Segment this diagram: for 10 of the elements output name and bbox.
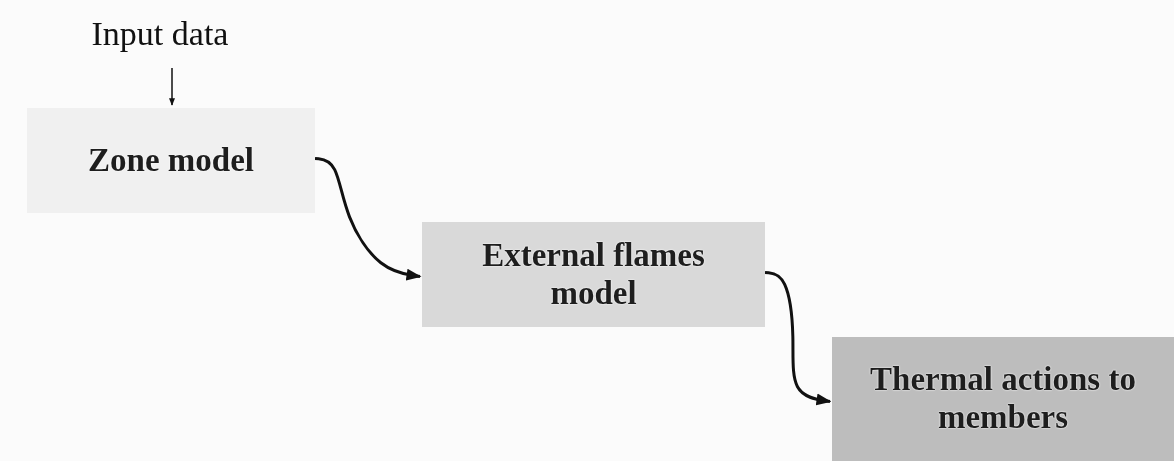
process-box (27, 108, 315, 213)
input-text: Input data (91, 15, 229, 53)
box-label: External flames model (481, 236, 706, 313)
box-label: Thermal actions to members (869, 361, 1137, 437)
arrow (764, 270, 832, 406)
arrow (314, 156, 422, 281)
box-label: Zone model (87, 141, 255, 180)
arrow (169, 67, 175, 106)
process-box (422, 222, 765, 327)
process-box (832, 337, 1174, 461)
